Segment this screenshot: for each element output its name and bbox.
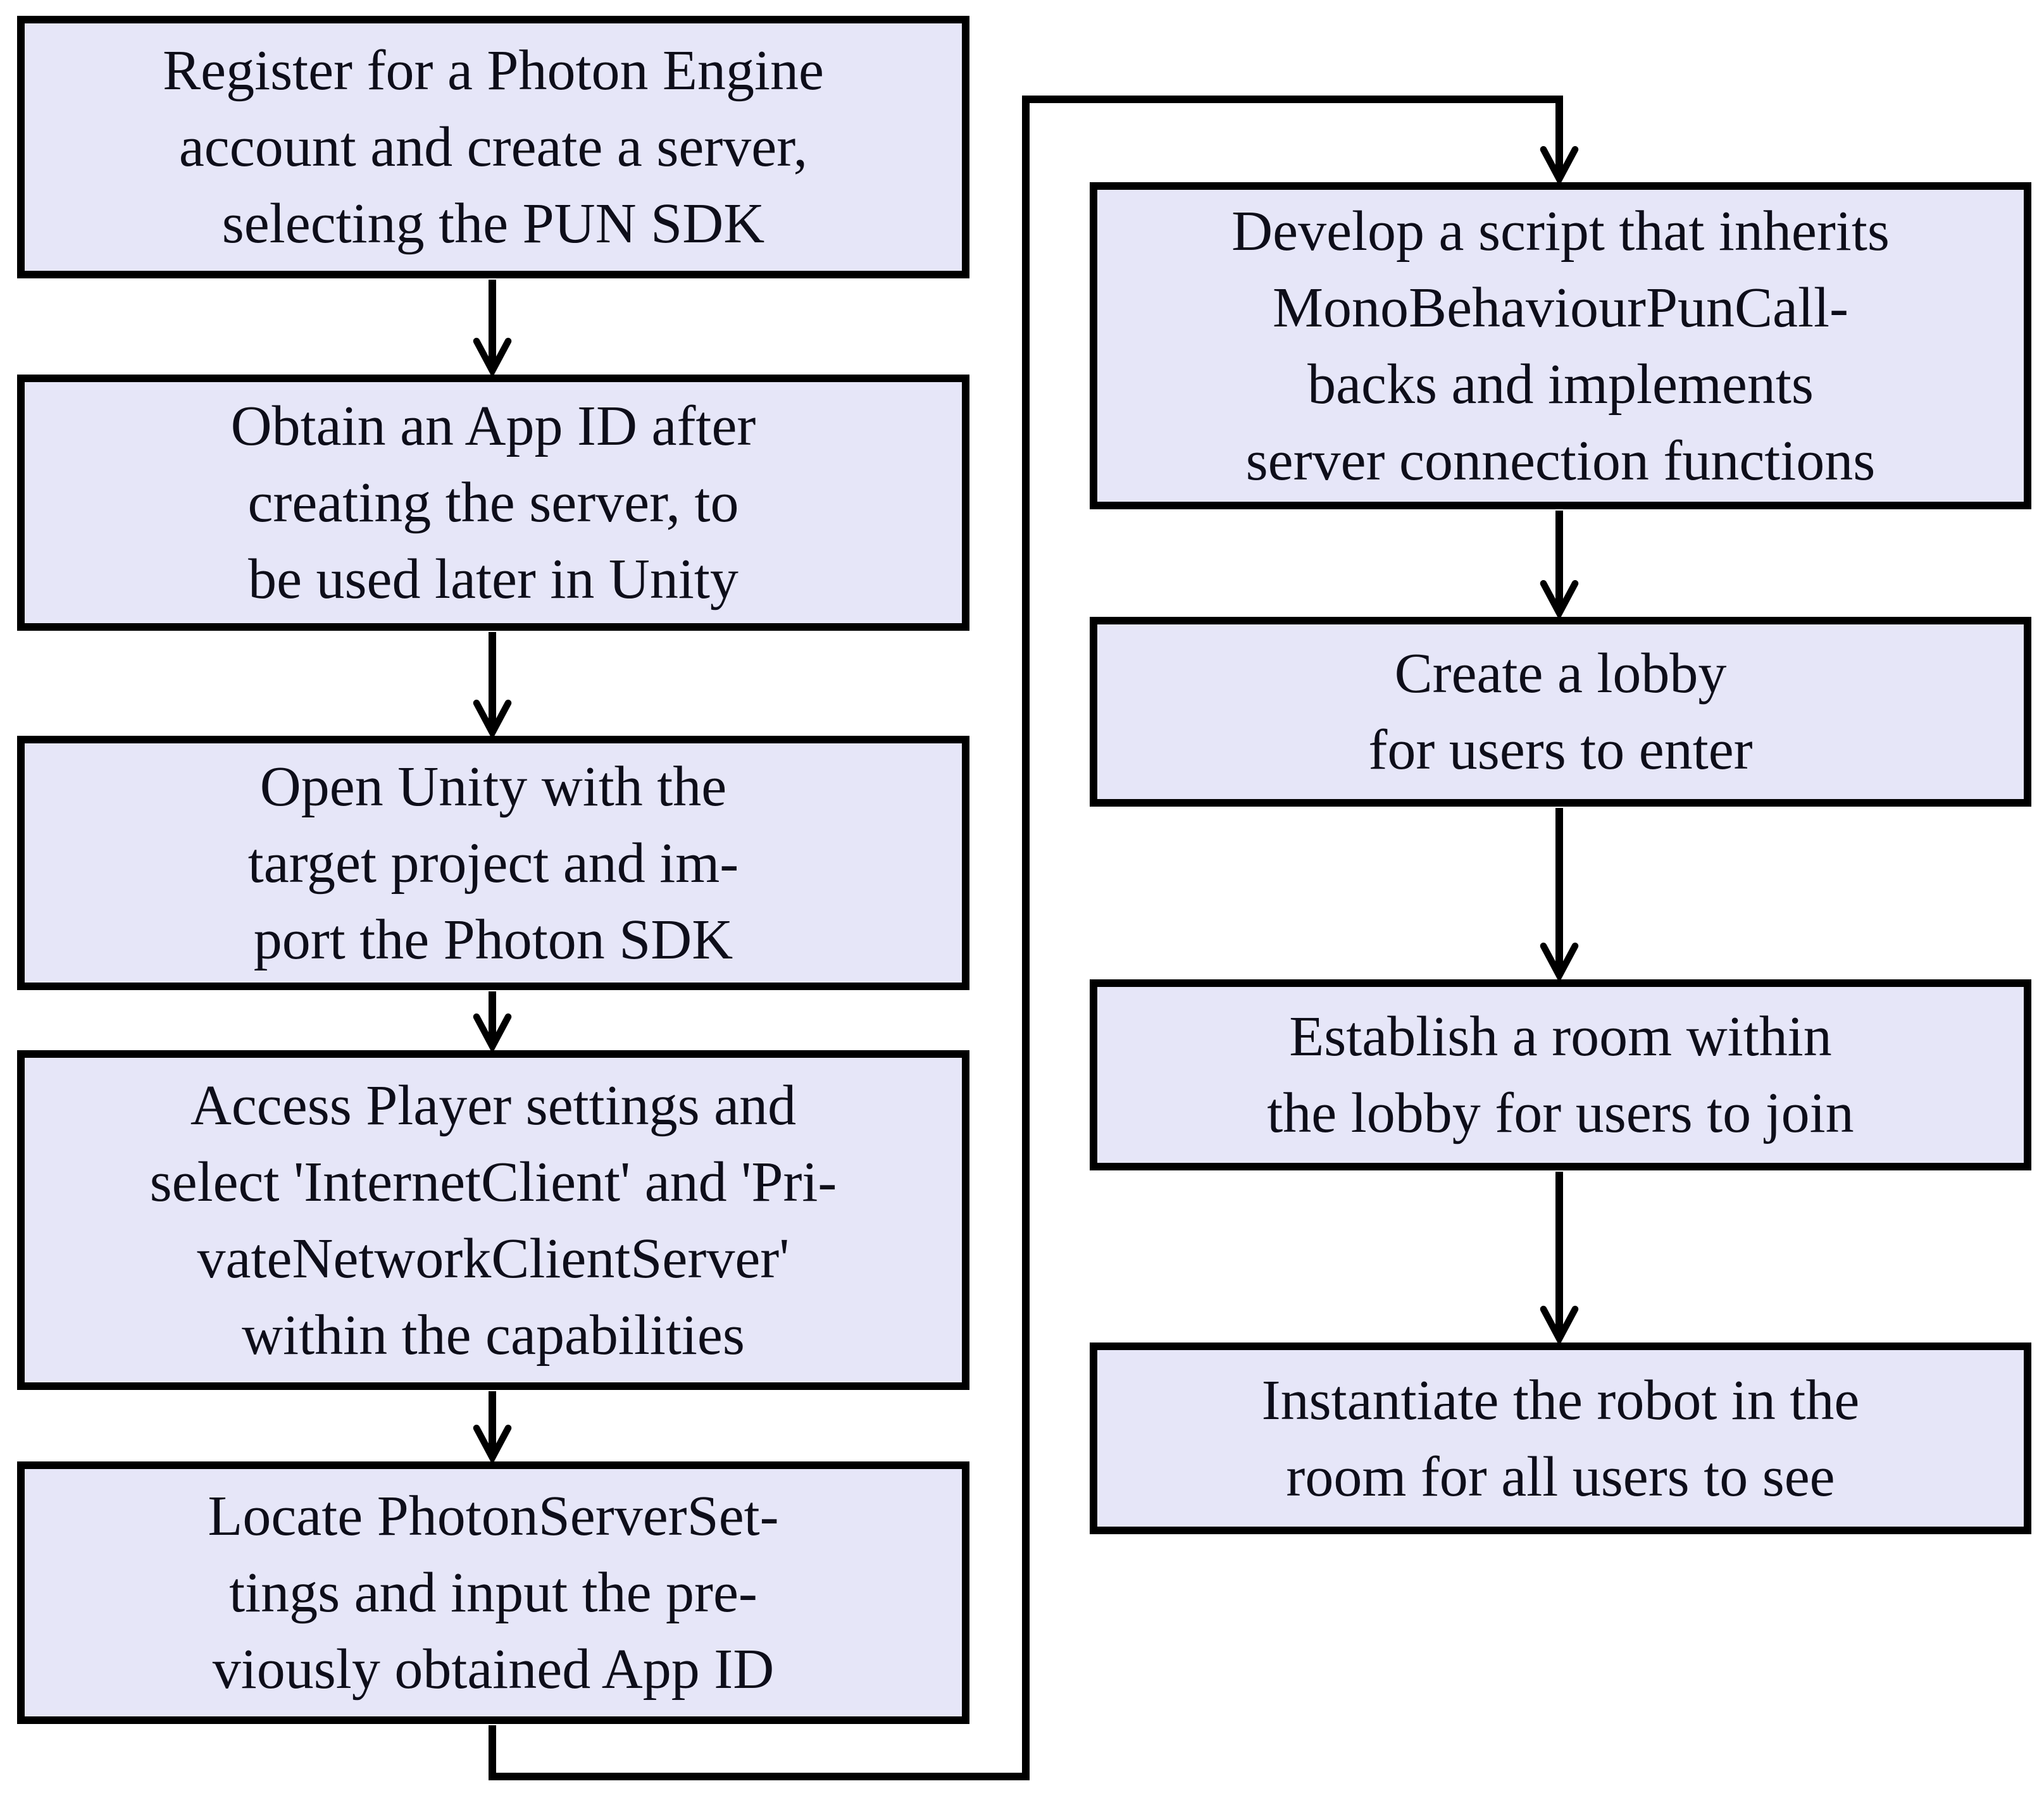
flow-node-label: Create a lobby for users to enter [1368, 642, 1753, 781]
flow-node-obtain-app-id: Obtain an App ID after creating the serv… [17, 375, 969, 631]
flow-node-player-settings: Access Player settings and select 'Inter… [17, 1050, 969, 1390]
flow-node-label: Establish a room within the lobby for us… [1267, 1005, 1854, 1144]
flow-node-register-account: Register for a Photon Engine account and… [17, 16, 969, 278]
flow-node-establish-room: Establish a room within the lobby for us… [1090, 979, 2031, 1170]
flow-node-label: Obtain an App ID after creating the serv… [230, 395, 756, 611]
flow-node-label: Instantiate the robot in the room for al… [1261, 1368, 1860, 1508]
flow-node-photon-server-settings: Locate PhotonServerSet- tings and input … [17, 1461, 969, 1724]
flow-node-open-unity: Open Unity with the target project and i… [17, 736, 969, 990]
flow-node-label: Open Unity with the target project and i… [247, 755, 739, 971]
flow-node-instantiate-robot: Instantiate the robot in the room for al… [1090, 1343, 2031, 1534]
flow-node-label: Access Player settings and select 'Inter… [149, 1074, 837, 1367]
flow-node-label: Register for a Photon Engine account and… [163, 39, 824, 255]
flow-node-label: Develop a script that inherits MonoBehav… [1231, 199, 1890, 492]
flow-node-develop-script: Develop a script that inherits MonoBehav… [1090, 182, 2031, 509]
flow-node-create-lobby: Create a lobby for users to enter [1090, 617, 2031, 807]
flow-node-label: Locate PhotonServerSet- tings and input … [208, 1485, 779, 1701]
